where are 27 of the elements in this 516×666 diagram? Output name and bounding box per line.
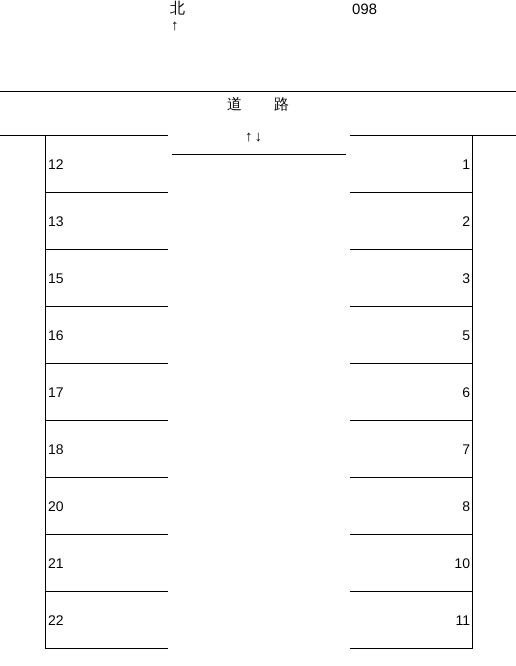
text-label: ↑↓: [245, 128, 264, 145]
stall-number: 17: [48, 384, 64, 400]
stall-number: 1: [462, 156, 470, 172]
text-label: 北: [170, 0, 185, 17]
stall-number: 21: [48, 555, 64, 571]
parking-stall: [45, 591, 168, 649]
stall-number: 20: [48, 498, 64, 514]
road-label: 道 路: [226, 96, 290, 113]
stall-number: 3: [462, 270, 470, 286]
text-label: 098: [352, 1, 378, 18]
stall-number: 2: [462, 213, 470, 229]
stall-number: 10: [454, 555, 470, 571]
stall-number: 16: [48, 327, 64, 343]
stall-number: 18: [48, 441, 64, 457]
stall-number: 13: [48, 213, 64, 229]
stall-number: 11: [455, 612, 470, 628]
stall-number: 15: [48, 270, 64, 286]
text-label: ↑: [171, 17, 178, 34]
stall-number: 6: [462, 384, 470, 400]
stall-number: 22: [48, 612, 64, 628]
stall-number: 12: [48, 156, 64, 172]
parking-stall: [350, 591, 473, 649]
parking-stall: [350, 135, 473, 193]
parking-stall: [45, 135, 168, 193]
stall-number: 5: [462, 327, 470, 343]
stall-number: 8: [462, 498, 470, 514]
stall-number: 7: [462, 441, 470, 457]
